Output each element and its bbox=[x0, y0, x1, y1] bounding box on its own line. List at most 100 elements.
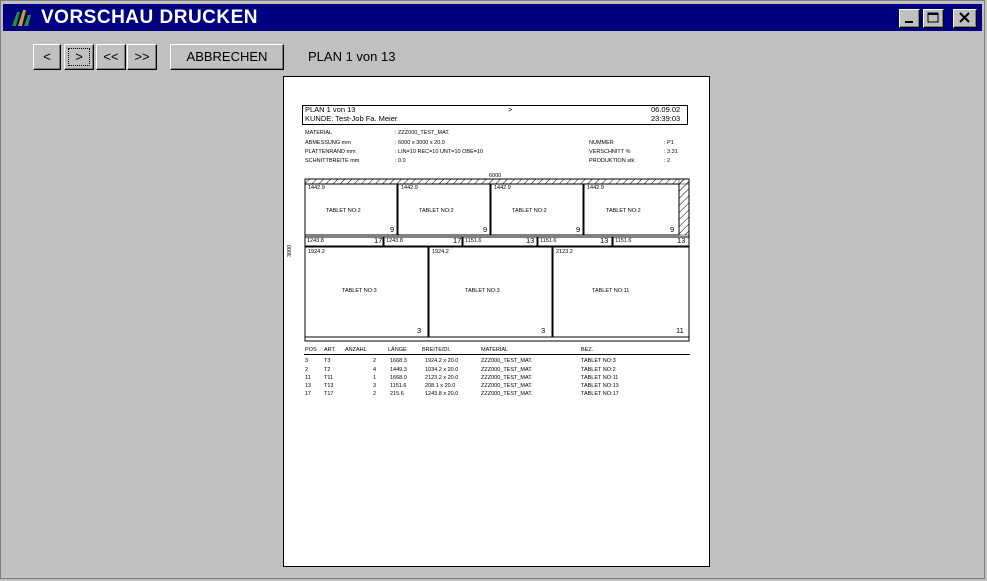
strip-number: 13 bbox=[677, 236, 686, 245]
table-cell: 3 bbox=[373, 383, 377, 389]
table-cell: 2 bbox=[373, 391, 377, 397]
part-dimension: 1442.9 bbox=[308, 185, 325, 191]
board-height-label: 3000 bbox=[287, 244, 293, 257]
info-value: : 2 bbox=[664, 158, 671, 164]
table-cell: ZZZ000_TEST_MAT. bbox=[481, 375, 533, 381]
header-customer: KUNDE: Test-Job Fa. Meier bbox=[305, 114, 398, 123]
info-value: : 3.31 bbox=[664, 149, 678, 155]
part-number: 9 bbox=[576, 225, 581, 234]
part-dimension: 1442.9 bbox=[587, 185, 604, 191]
table-cell: 17 bbox=[305, 391, 312, 397]
table-cell: T11 bbox=[324, 375, 334, 381]
first-page-button[interactable]: << bbox=[96, 44, 126, 70]
part-rect bbox=[428, 246, 553, 338]
table-header-cell: ANZAHL bbox=[345, 347, 367, 353]
info-value: : 0.0 bbox=[395, 158, 406, 164]
cancel-button[interactable]: ABBRECHEN bbox=[170, 44, 284, 70]
part-label: TABLET NO:2 bbox=[512, 208, 547, 214]
table-cell: 13 bbox=[305, 383, 312, 389]
table-cell: 2123.2 x 20.0 bbox=[425, 375, 459, 381]
info-value: : 6000 x 3000 x 20.0 bbox=[395, 140, 445, 146]
table-cell: T13 bbox=[324, 383, 334, 389]
table-cell: 1668.0 bbox=[390, 375, 407, 381]
table-cell: TABLET NO:17 bbox=[581, 391, 619, 397]
part-number: 3 bbox=[417, 326, 422, 335]
window-title: VORSCHAU DRUCKEN bbox=[41, 7, 259, 28]
strip-dimension: 1151.6 bbox=[540, 238, 557, 244]
table-header-cell: LÄNGE bbox=[388, 347, 407, 353]
info-label: NUMMER bbox=[589, 140, 614, 146]
part-rect bbox=[304, 246, 429, 338]
strip-rect bbox=[462, 236, 538, 247]
table-cell: ZZZ000_TEST_MAT. bbox=[481, 391, 533, 397]
app-icon bbox=[12, 10, 31, 26]
part-label: TABLET NO:2 bbox=[419, 208, 454, 214]
info-label: PLATTENRAND mm bbox=[305, 149, 356, 155]
table-cell: 1034.2 x 20.0 bbox=[425, 367, 459, 373]
part-rect bbox=[397, 183, 491, 236]
part-label: TABLET NO:3 bbox=[465, 288, 500, 294]
close-icon bbox=[959, 12, 970, 23]
info-value: : LIN=10 REC=10 UNT=10 OBE=10 bbox=[395, 149, 484, 155]
table-header-cell: MATERIAL bbox=[481, 347, 509, 353]
strip-rect bbox=[537, 236, 613, 247]
table-cell: 1 bbox=[373, 375, 377, 381]
strip-dimension: 1243.8 bbox=[307, 238, 324, 244]
header-date: 06.09.02 bbox=[651, 105, 681, 114]
maximize-button[interactable] bbox=[923, 9, 944, 28]
strip-number: 17 bbox=[374, 236, 383, 245]
plan-status: PLAN 1 von 13 bbox=[308, 49, 396, 64]
close-button[interactable] bbox=[953, 9, 977, 28]
last-page-button[interactable]: >> bbox=[127, 44, 157, 70]
maximize-icon bbox=[927, 12, 939, 23]
strip-rect bbox=[304, 236, 384, 247]
part-number: 11 bbox=[676, 326, 684, 335]
board-edge-hatch bbox=[304, 178, 690, 185]
next-page-button[interactable]: > bbox=[64, 44, 94, 70]
table-cell: TABLET NO:11 bbox=[581, 375, 619, 381]
part-dimension: 1442.9 bbox=[494, 185, 511, 191]
part-rect bbox=[490, 183, 584, 236]
table-cell: ZZZ000_TEST_MAT. bbox=[481, 367, 533, 373]
part-dimension: 1924.2 bbox=[308, 249, 325, 255]
strip-dimension: 1151.6 bbox=[465, 238, 482, 244]
previous-page-button[interactable]: < bbox=[33, 44, 61, 70]
strip-number: 17 bbox=[453, 236, 462, 245]
info-label: SCHNITTBREITE mm bbox=[305, 158, 360, 164]
table-cell: TABLET NO:3 bbox=[581, 358, 616, 364]
minimize-icon bbox=[905, 21, 913, 23]
table-header-cell: POS bbox=[305, 347, 317, 353]
part-rect bbox=[583, 183, 680, 236]
cutting-plan-diagram bbox=[304, 178, 690, 342]
part-dimension: 2123.2 bbox=[556, 249, 573, 255]
header-plan: PLAN 1 von 13 bbox=[305, 105, 356, 114]
table-cell: 215.6 bbox=[390, 391, 404, 397]
table-header-cell: BEZ. bbox=[581, 347, 594, 353]
part-dimension: 1442.9 bbox=[401, 185, 418, 191]
table-cell: 2 bbox=[305, 367, 309, 373]
part-label: TABLET NO:2 bbox=[606, 208, 641, 214]
header-marker: > bbox=[508, 105, 513, 114]
part-label: TABLET NO:11 bbox=[592, 288, 630, 294]
table-cell: ZZZ000_TEST_MAT. bbox=[481, 383, 533, 389]
part-label: TABLET NO:3 bbox=[342, 288, 377, 294]
table-cell: 1924.2 x 20.0 bbox=[425, 358, 459, 364]
info-label: ABMESSUNG mm bbox=[305, 140, 351, 146]
minimize-button[interactable] bbox=[899, 9, 920, 28]
page-header-box bbox=[302, 105, 688, 125]
table-cell: T17 bbox=[324, 391, 334, 397]
strip-dimension: 1151.6 bbox=[615, 238, 632, 244]
info-label: PRODUKTION stk bbox=[589, 158, 635, 164]
waste-hatch bbox=[678, 178, 690, 236]
title-bar[interactable]: VORSCHAU DRUCKEN bbox=[3, 4, 982, 31]
strip-rect bbox=[612, 236, 690, 247]
board-width-label: 6000 bbox=[489, 173, 502, 179]
table-cell: 1151.6 bbox=[390, 383, 407, 389]
strip-dimension: 1243.8 bbox=[386, 238, 403, 244]
info-label: VERSCHNITT % bbox=[589, 149, 631, 155]
part-number: 9 bbox=[670, 225, 675, 234]
info-value: : ZZZ000_TEST_MAT. bbox=[395, 130, 450, 136]
info-value: : P1 bbox=[664, 140, 674, 146]
strip-rect bbox=[383, 236, 463, 247]
